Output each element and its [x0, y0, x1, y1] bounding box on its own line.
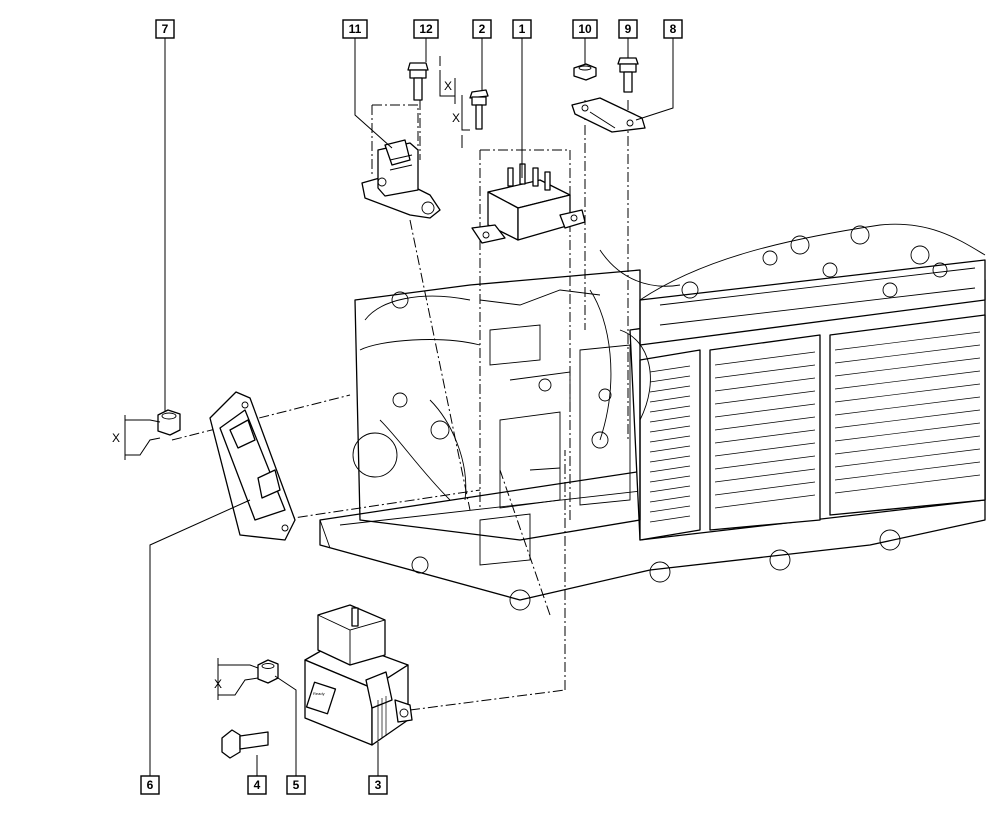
svg-text:1: 1 [519, 22, 526, 36]
torque-mark-7: X [112, 415, 161, 460]
callout-10: 10 [572, 19, 598, 39]
torque-mark-12: X [439, 56, 456, 104]
svg-text:5: 5 [293, 778, 300, 792]
part-5-nut [257, 659, 279, 684]
callout-12: 12 [413, 19, 439, 39]
part-3-main-contactor: Ready [304, 604, 413, 746]
svg-text:10: 10 [578, 22, 592, 36]
part-1-relay [471, 163, 586, 244]
callout-3: 3 [368, 775, 388, 795]
svg-text:2: 2 [479, 22, 486, 36]
battery-module-assembly [319, 223, 986, 611]
svg-text:3: 3 [375, 778, 382, 792]
callout-2: 2 [472, 19, 492, 39]
callout-1: 1 [512, 19, 532, 39]
svg-text:Ready: Ready [313, 691, 325, 696]
svg-text:11: 11 [349, 22, 362, 36]
svg-text:X: X [214, 677, 222, 691]
svg-text:12: 12 [419, 22, 433, 36]
part-8-bracket [571, 97, 646, 133]
callout-6: 6 [140, 775, 160, 795]
part-10-nut [573, 63, 597, 81]
callout-5: 5 [286, 775, 306, 795]
torque-mark-2: X [452, 95, 470, 148]
svg-text:9: 9 [625, 22, 632, 36]
svg-text:7: 7 [162, 22, 169, 36]
svg-text:8: 8 [670, 22, 677, 36]
callout-8: 8 [663, 19, 683, 39]
callout-4: 4 [247, 775, 267, 795]
svg-text:X: X [452, 111, 460, 125]
torque-mark-5: X [214, 658, 259, 700]
part-2-bolt [469, 89, 489, 130]
part-11-connector-block [361, 139, 441, 219]
callout-9: 9 [618, 19, 638, 39]
callout-7: 7 [155, 19, 175, 39]
part-12-bolt [407, 62, 429, 101]
part-6-sensor-module [209, 391, 296, 541]
callout-11: 11 [342, 19, 368, 39]
svg-text:4: 4 [254, 778, 261, 792]
leader-lines [149, 38, 674, 776]
svg-text:6: 6 [147, 778, 154, 792]
part-4-bolt [221, 729, 269, 759]
svg-text:X: X [112, 431, 120, 445]
part-7-nut [157, 409, 181, 436]
part-9-bolt [617, 57, 639, 93]
svg-text:X: X [444, 79, 452, 93]
